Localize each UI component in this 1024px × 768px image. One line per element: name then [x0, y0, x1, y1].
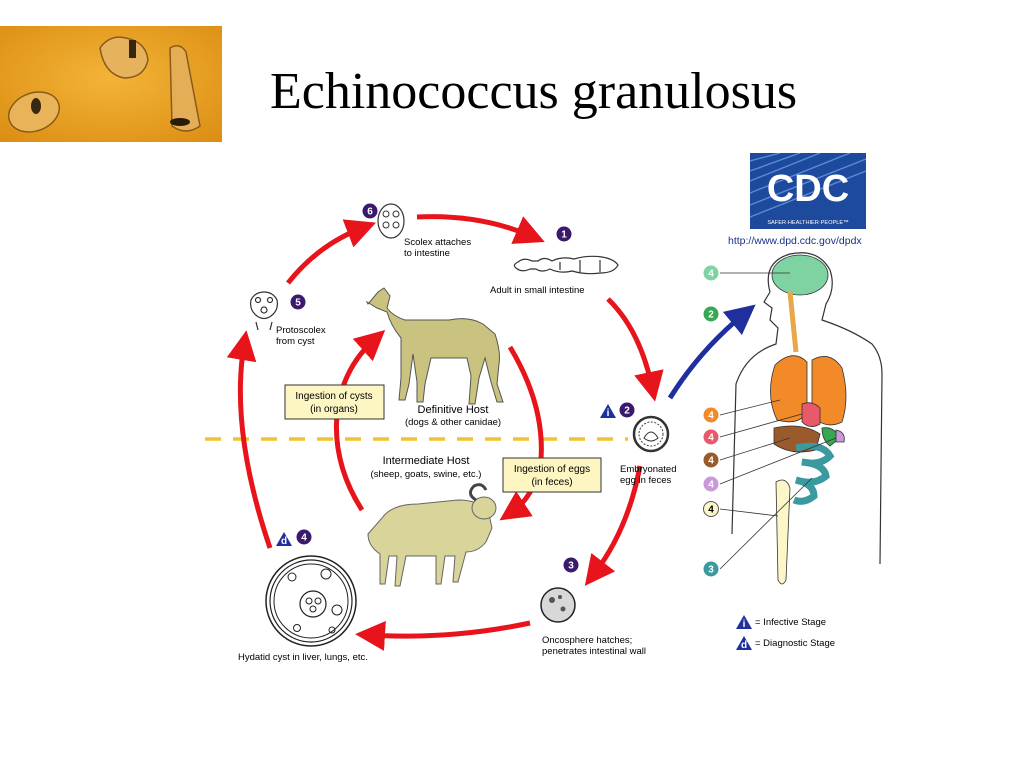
ingestion-cysts-line2: (in organs)	[310, 404, 358, 415]
svg-text:4: 4	[708, 433, 714, 444]
body-marker-heart: 4	[703, 413, 803, 445]
stage-3-badge: 3	[563, 557, 579, 573]
svg-text:5: 5	[295, 298, 301, 309]
sheep-illustration	[367, 483, 497, 587]
stage-6-label-line2: to intestine	[404, 248, 450, 259]
cdc-logo: CDC SAFER·HEALTHIER·PEOPLE™	[750, 153, 866, 229]
body-marker-bone: 4	[703, 501, 779, 517]
intermediate-host-subtitle: (sheep, goats, swine, etc.)	[371, 469, 482, 480]
ingestion-eggs-line2: (in feces)	[531, 477, 572, 488]
cdc-tagline: SAFER·HEALTHIER·PEOPLE™	[767, 220, 848, 226]
protoscolex-illustration	[250, 291, 278, 331]
svg-text:d: d	[741, 640, 747, 651]
scolex-illustration	[377, 203, 405, 239]
stage-1-label: Adult in small intestine	[490, 285, 585, 296]
infective-icon: i	[607, 408, 610, 419]
dog-illustration	[365, 287, 504, 405]
stage-5-label-line1: Protoscolex	[276, 325, 326, 336]
body-marker-brain: 4	[703, 265, 790, 281]
stage-5-badge: 5	[290, 294, 306, 310]
body-marker-intestine: 3	[703, 477, 813, 577]
svg-text:i: i	[743, 619, 746, 630]
diagnostic-icon: d	[281, 536, 287, 547]
human-figure-illustration	[731, 252, 883, 585]
svg-text:6: 6	[367, 207, 373, 218]
arrow-6-to-1	[416, 214, 545, 244]
stage-4-badge: d 4	[276, 529, 312, 547]
svg-text:3: 3	[568, 561, 574, 572]
stage-4-label: Hydatid cyst in liver, lungs, etc.	[238, 652, 368, 663]
svg-text:4: 4	[708, 505, 714, 516]
legend-diagnostic-text: = Diagnostic Stage	[755, 638, 835, 649]
hydatid-cyst-illustration	[265, 555, 357, 647]
slide-title: Echinococcus granulosus	[270, 63, 798, 120]
arrow-2-to-3	[584, 465, 643, 586]
stage-6-badge: 6	[362, 203, 378, 219]
definitive-host-title: Definitive Host	[418, 404, 489, 416]
ingestion-eggs-line1: Ingestion of eggs	[514, 464, 590, 475]
arrow-4-to-5	[226, 330, 273, 549]
stage-1-badge: 1	[556, 226, 572, 242]
arrow-sheep-to-dog	[333, 330, 386, 512]
arrow-5-to-6	[286, 219, 376, 285]
body-marker-liver: 4	[703, 437, 791, 468]
legend-infective: i = Infective Stage	[736, 615, 826, 630]
svg-text:4: 4	[708, 269, 714, 280]
intermediate-host-title: Intermediate Host	[383, 455, 470, 467]
ingestion-eggs-box: Ingestion of eggs (in feces)	[502, 457, 602, 493]
embryonated-egg-illustration	[632, 415, 670, 453]
stage-6-label-line1: Scolex attaches	[404, 237, 471, 248]
ingestion-cysts-line1: Ingestion of cysts	[295, 391, 372, 402]
arrow-to-human	[667, 304, 756, 400]
legend-diagnostic: d = Diagnostic Stage	[736, 636, 835, 651]
definitive-host-subtitle: (dogs & other canidae)	[405, 417, 501, 428]
arrow-3-to-4	[355, 620, 531, 651]
body-marker-spleen: 4	[703, 437, 837, 492]
cdc-logo-text: CDC	[767, 168, 849, 210]
stage-2-label-line1: Embryonated	[620, 464, 677, 475]
legend-infective-text: = Infective Stage	[755, 617, 826, 628]
svg-text:4: 4	[708, 411, 714, 422]
stage-5-label-line2: from cyst	[276, 336, 315, 347]
microscope-photo	[0, 26, 222, 142]
stage-3-label-line1: Oncosphere hatches;	[542, 635, 632, 646]
body-marker-lungs: 4	[703, 399, 781, 423]
svg-text:1: 1	[561, 230, 567, 241]
arrow-1-to-2	[606, 297, 664, 402]
adult-worm-illustration	[513, 255, 619, 275]
svg-text:4: 4	[708, 480, 714, 491]
body-marker-entry: 2	[703, 306, 719, 322]
oncosphere-illustration	[540, 587, 576, 623]
svg-text:2: 2	[624, 406, 630, 417]
stage-2-label-line2: egg in feces	[620, 475, 671, 486]
svg-text:2: 2	[708, 310, 714, 321]
svg-text:4: 4	[301, 533, 307, 544]
cdc-url: http://www.dpd.cdc.gov/dpdx	[728, 235, 862, 247]
svg-text:4: 4	[708, 456, 714, 467]
stage-2-badge: i 2	[600, 402, 635, 419]
stage-3-label-line2: penetrates intestinal wall	[542, 646, 646, 657]
ingestion-cysts-box: Ingestion of cysts (in organs)	[284, 384, 385, 420]
svg-text:3: 3	[708, 565, 714, 576]
